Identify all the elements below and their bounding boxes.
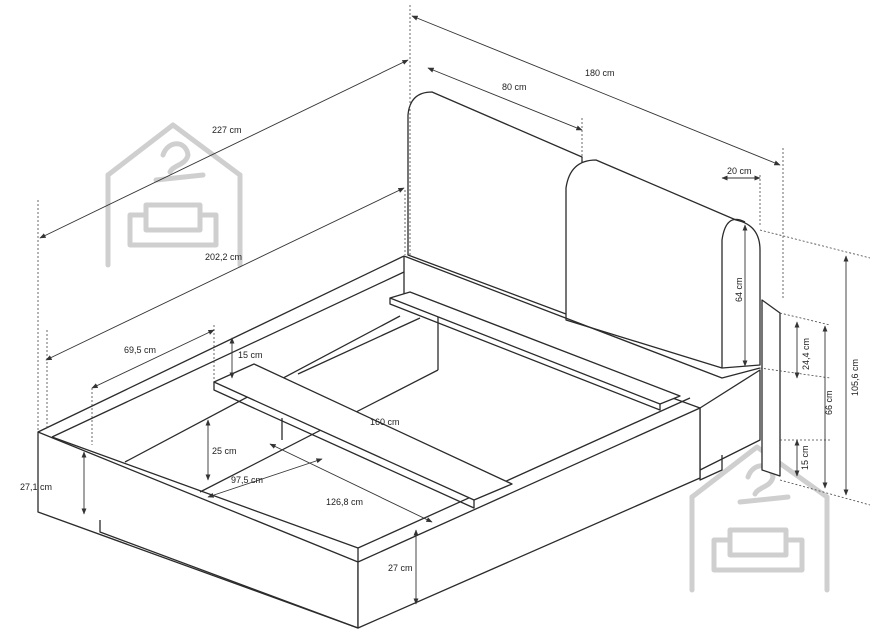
dim-label-80: 80 cm [502,82,527,92]
dim-label-64: 64 cm [734,277,744,302]
dim-label-66: 66 cm [824,390,834,415]
bed-frame-foot [357,407,701,629]
dim-label-20: 20 cm [727,166,752,176]
headboard-cushion-right [565,159,761,369]
house-sofa-icon [689,444,830,593]
dim-label-180: 180 cm [585,68,615,78]
dim-label-105: 105,6 cm [850,359,860,396]
dim-label-27-1: 27,1 cm [20,482,52,492]
dim-label-160: 160 cm [370,417,400,427]
dim-label-15-slat: 15 cm [238,350,263,360]
dim-label-15-right: 15 cm [800,445,810,470]
dim-label-24: 24,4 cm [801,338,811,370]
dim-label-27: 27 cm [388,563,413,573]
dim-label-202: 202,2 cm [205,252,242,262]
dim-label-25: 25 cm [212,446,237,456]
house-sofa-icon [105,122,243,268]
dim-label-69: 69,5 cm [124,345,156,355]
dim-label-97: 97,5 cm [231,475,263,485]
dim-label-126: 126,8 cm [326,497,363,507]
dim-label-227: 227 cm [212,125,242,135]
